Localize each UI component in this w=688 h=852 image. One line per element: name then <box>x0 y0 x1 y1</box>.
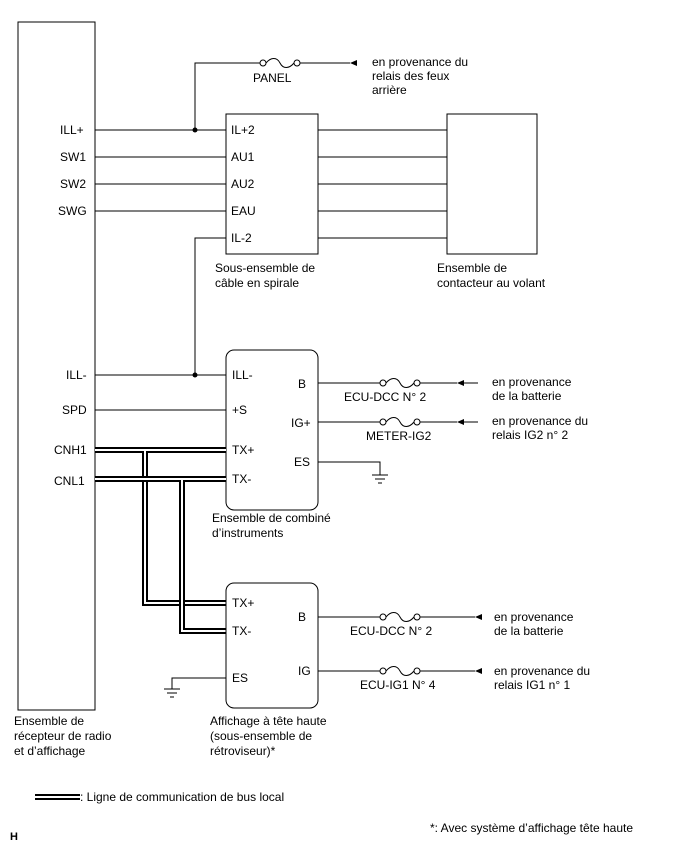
meter-ig2-term-left <box>379 418 387 426</box>
hud-label-line2: (sous-ensemble de <box>210 729 312 743</box>
tail-relay-arrow-icon <box>350 60 357 66</box>
battery1-arrow-icon <box>457 380 464 386</box>
footnote: *: Avec système d’affichage tête haute <box>430 821 633 835</box>
battery1-line2: de la batterie <box>492 389 562 403</box>
ig1-relay-line1: en provenance du <box>494 664 590 678</box>
radio-pin-cnl1: CNL1 <box>54 474 85 488</box>
combi-pin-es: ES <box>294 455 310 469</box>
fuse-ecu-ig1-label: ECU-IG1 N° 4 <box>360 678 436 692</box>
spiral-pin-au1: AU1 <box>231 150 255 164</box>
tail-relay-line3: arrière <box>372 83 407 97</box>
combi-label-line2: d’instruments <box>212 526 283 540</box>
combi-pin-tx-minus: TX- <box>232 472 251 486</box>
spiral-label-line1: Sous-ensemble de <box>215 261 315 275</box>
spiral-label-line2: câble en spirale <box>215 276 299 290</box>
ig2-relay-arrow-icon <box>457 419 464 425</box>
combi-es-wire <box>318 461 381 475</box>
ecu-ig1-term-right <box>413 667 421 675</box>
legend-bus-text: : Ligne de communication de bus local <box>80 790 284 804</box>
combimeter-box <box>225 349 319 511</box>
battery2-arrow-icon <box>475 614 482 620</box>
hud-label-line3: rétroviseur)* <box>210 744 276 758</box>
ig2-relay-line2: relais IG2 n° 2 <box>492 428 568 442</box>
spiral-pin-eau: EAU <box>231 204 256 218</box>
tail-relay-line1: en provenance du <box>372 55 468 69</box>
ecu-dcc1-term-right <box>413 379 421 387</box>
panel-fuse-term-right <box>293 59 301 67</box>
combi-ground-icon <box>372 474 388 484</box>
ecu-dcc2-term-left <box>379 613 387 621</box>
radio-pin-swg: SWG <box>58 204 87 218</box>
steering-label-line1: Ensemble de <box>437 261 507 275</box>
junction-ill-plus <box>192 127 198 133</box>
hud-pin-tx-minus: TX- <box>232 624 251 638</box>
corner-mark: H <box>10 831 18 843</box>
steering-switch-box <box>446 113 538 255</box>
spiral-pin-il-plus2: IL+2 <box>231 123 255 137</box>
fuse-meter-ig2-label: METER-IG2 <box>366 429 432 443</box>
hud-pin-ig: IG <box>298 664 311 678</box>
ig1-relay-arrow-icon <box>475 668 482 674</box>
battery2-line1: en provenance <box>494 610 574 624</box>
ig2-relay-line1: en provenance du <box>492 414 588 428</box>
radio-pin-ill-plus: ILL+ <box>60 123 84 137</box>
combi-pin-b: B <box>298 377 306 391</box>
combi-pin-ig-plus: IG+ <box>291 416 311 430</box>
ecu-dcc1-term-left <box>379 379 387 387</box>
panel-fuse-icon <box>265 58 295 68</box>
meter-ig2-fuse-icon <box>385 417 415 427</box>
combi-pin-ill-minus: ILL- <box>232 368 253 382</box>
hud-box <box>225 582 319 709</box>
hud-es-wire <box>171 677 226 689</box>
ecu-dcc1-fuse-icon <box>385 378 415 388</box>
hud-ground-icon <box>164 688 180 698</box>
radio-label-line2: récepteur de radio <box>14 729 112 743</box>
steering-label-line2: contacteur au volant <box>437 276 546 290</box>
ecu-ig1-fuse-icon <box>385 666 415 676</box>
fuse-panel-label: PANEL <box>253 71 292 85</box>
hud-label-line1: Affichage à tête haute <box>210 714 327 728</box>
radio-pin-sw1: SW1 <box>60 150 86 164</box>
radio-pin-cnh1: CNH1 <box>54 443 87 457</box>
radio-pin-spd: SPD <box>62 403 87 417</box>
radio-label-line3: et d’affichage <box>14 744 85 758</box>
radio-label-line1: Ensemble de <box>14 714 84 728</box>
panel-fuse-term-left <box>259 59 267 67</box>
spiral-pin-au2: AU2 <box>231 177 255 191</box>
wire-il-minus2 <box>194 237 226 375</box>
combi-label-line1: Ensemble de combiné <box>212 511 331 525</box>
panel-wire-left <box>194 62 260 130</box>
hud-pin-es: ES <box>232 671 248 685</box>
tail-relay-line2: relais des feux <box>372 69 449 83</box>
junction-ill-minus <box>192 372 198 378</box>
ecu-ig1-term-left <box>379 667 387 675</box>
hud-pin-tx-plus: TX+ <box>232 596 254 610</box>
combi-pin-s-plus: +S <box>232 403 247 417</box>
fuse-ecu-dcc2-label: ECU-DCC N° 2 <box>350 624 432 638</box>
radio-pin-ill-minus: ILL- <box>66 368 87 382</box>
ecu-dcc2-fuse-icon <box>385 612 415 622</box>
ig1-relay-line2: relais IG1 n° 1 <box>494 678 570 692</box>
bus-cnh <box>95 447 226 606</box>
radio-receiver-body <box>17 21 96 711</box>
hud-pin-b: B <box>298 610 306 624</box>
radio-pin-sw2: SW2 <box>60 177 86 191</box>
spiral-pin-il-minus2: IL-2 <box>231 231 252 245</box>
ecu-dcc2-term-right <box>413 613 421 621</box>
bus-cnl <box>95 476 226 634</box>
battery2-line2: de la batterie <box>494 624 564 638</box>
meter-ig2-term-right <box>413 418 421 426</box>
battery1-line1: en provenance <box>492 375 572 389</box>
combi-pin-tx-plus: TX+ <box>232 443 254 457</box>
fuse-ecu-dcc1-label: ECU-DCC N° 2 <box>344 390 426 404</box>
